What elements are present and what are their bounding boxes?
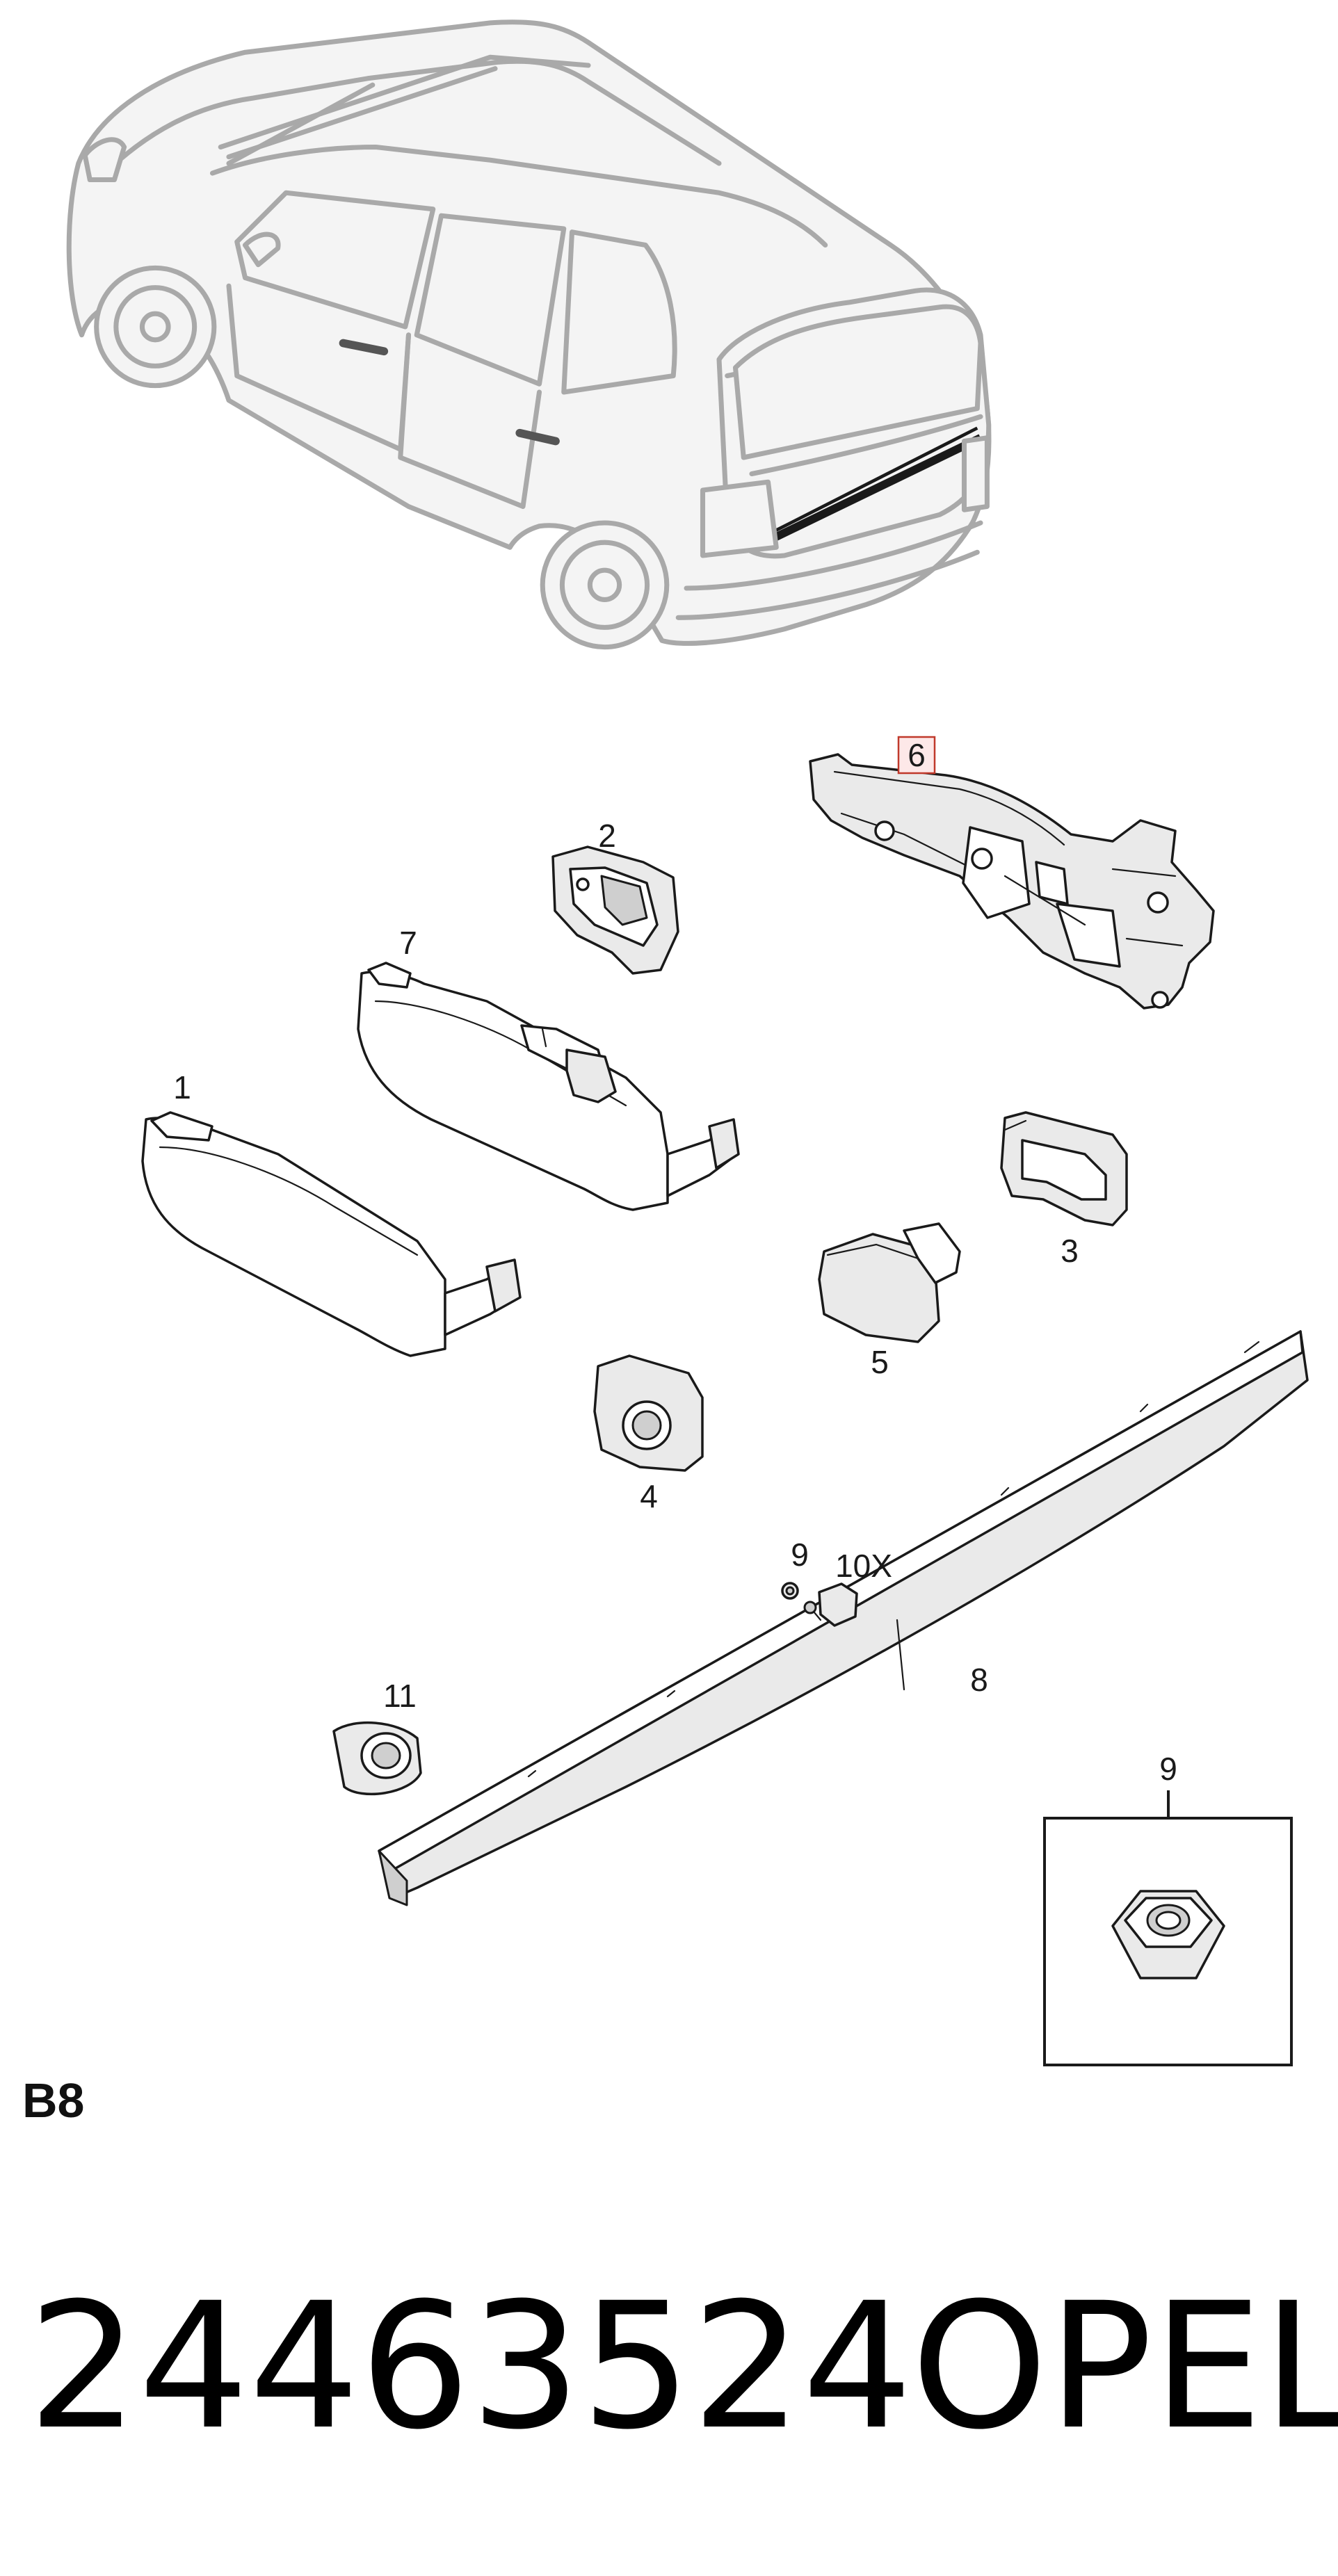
callout-4: 4 xyxy=(640,1478,658,1514)
part-7-handle-with-connector xyxy=(357,962,740,1211)
callout-9-detail: 9 xyxy=(1159,1751,1177,1787)
callout-7: 7 xyxy=(399,925,417,961)
callout-10x: 10X xyxy=(835,1548,892,1584)
callout-3: 3 xyxy=(1061,1233,1079,1269)
part-4-lock-cover xyxy=(593,1354,704,1472)
callout-labels: 6 2 7 1 3 5 4 9 10X 8 11 9 xyxy=(173,736,1177,1787)
section-label: B8 xyxy=(22,2073,84,2128)
callout-6: 6 xyxy=(908,737,926,773)
callout-8: 8 xyxy=(970,1662,988,1698)
part-10x-clip xyxy=(803,1582,858,1627)
part-6-handle-bracket xyxy=(809,753,1215,1010)
vehicle-illustration xyxy=(66,19,992,650)
callout-6-highlight-box xyxy=(897,736,936,775)
part-11-grommet xyxy=(332,1721,422,1796)
part-3-gasket xyxy=(1000,1111,1128,1226)
part-2-bezel xyxy=(551,845,679,975)
detail-box-part-9 xyxy=(1043,1790,1293,2066)
part-5-end-cap xyxy=(818,1222,961,1343)
flange-nut-icon xyxy=(1111,1890,1225,1979)
callout-5: 5 xyxy=(871,1344,889,1380)
callout-2: 2 xyxy=(598,818,616,854)
callout-9-small: 9 xyxy=(791,1537,809,1573)
part-1-handle xyxy=(141,1111,522,1357)
callout-11: 11 xyxy=(383,1678,417,1714)
part-9-small-nut xyxy=(781,1582,799,1600)
callout-1: 1 xyxy=(173,1069,191,1105)
part-number: 24463524 xyxy=(28,2265,912,2468)
brand-name: OPEL xyxy=(911,2265,1338,2468)
